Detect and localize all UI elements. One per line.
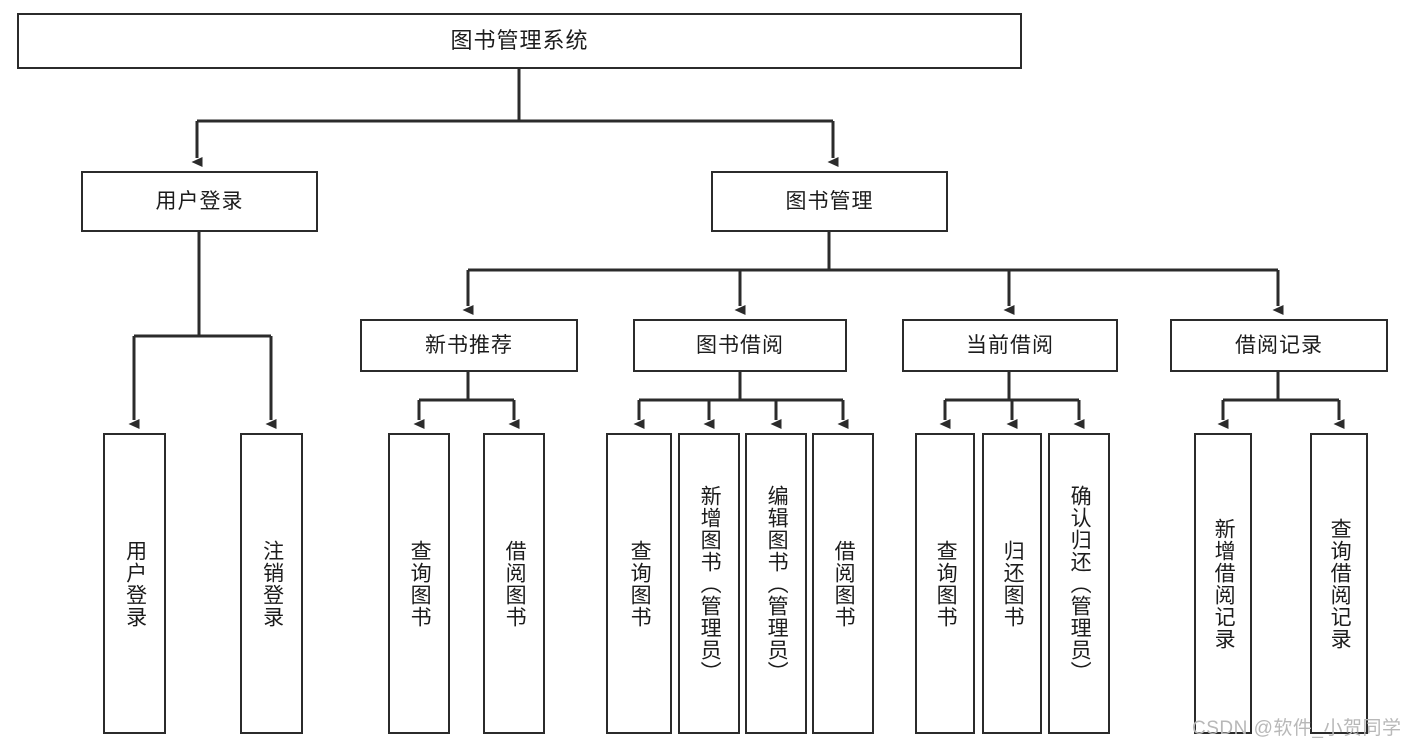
node-leaf-record-query[interactable]: 查询借阅记录	[1310, 433, 1368, 734]
node-leaf-user-logout[interactable]: 注销登录	[240, 433, 303, 734]
node-label: 当前借阅	[966, 333, 1054, 357]
node-leaf-record-add[interactable]: 新增借阅记录	[1194, 433, 1252, 734]
node-label: 查询图书	[408, 539, 432, 628]
node-user-login[interactable]: 用户登录	[81, 171, 318, 232]
node-label: 编辑图书（管理员）	[765, 484, 789, 683]
node-label: 归还图书	[1001, 539, 1025, 628]
node-label: 新增借阅记录	[1212, 517, 1236, 650]
node-label: 图书管理	[785, 189, 874, 213]
node-leaf-borrow-query-book[interactable]: 查询图书	[606, 433, 672, 734]
node-label: 查询图书	[628, 539, 652, 628]
node-root[interactable]: 图书管理系统	[17, 13, 1022, 69]
node-leaf-rec-borrow-book[interactable]: 借阅图书	[483, 433, 545, 734]
node-label: 注销登录	[260, 539, 284, 628]
node-label: 查询图书	[934, 539, 958, 628]
node-leaf-user-login[interactable]: 用户登录	[103, 433, 166, 734]
node-leaf-current-return-book[interactable]: 归还图书	[982, 433, 1042, 734]
node-leaf-borrow-borrow-book[interactable]: 借阅图书	[812, 433, 874, 734]
node-label: 新书推荐	[425, 333, 513, 357]
node-label: 图书管理系统	[450, 27, 589, 53]
node-label: 借阅图书	[832, 539, 856, 628]
node-label: 图书借阅	[696, 333, 784, 357]
node-label: 查询借阅记录	[1328, 517, 1352, 650]
node-leaf-borrow-edit-book[interactable]: 编辑图书（管理员）	[745, 433, 807, 734]
node-label: 新增图书（管理员）	[698, 484, 722, 683]
node-book-borrow[interactable]: 图书借阅	[633, 319, 847, 372]
node-label: 用户登录	[155, 189, 244, 213]
node-borrow-record[interactable]: 借阅记录	[1170, 319, 1388, 372]
node-label: 借阅记录	[1235, 333, 1323, 357]
node-leaf-borrow-add-book[interactable]: 新增图书（管理员）	[678, 433, 740, 734]
node-leaf-rec-query-book[interactable]: 查询图书	[388, 433, 450, 734]
node-book-manage[interactable]: 图书管理	[711, 171, 948, 232]
node-label: 借阅图书	[503, 539, 527, 628]
node-leaf-current-confirm-return[interactable]: 确认归还（管理员）	[1048, 433, 1110, 734]
node-current-borrow[interactable]: 当前借阅	[902, 319, 1118, 372]
node-label: 用户登录	[123, 539, 147, 628]
node-new-book-recommend[interactable]: 新书推荐	[360, 319, 578, 372]
node-label: 确认归还（管理员）	[1068, 484, 1092, 683]
watermark-text: CSDN @软件_小贺同学	[1192, 718, 1402, 739]
node-leaf-current-query-book[interactable]: 查询图书	[915, 433, 975, 734]
